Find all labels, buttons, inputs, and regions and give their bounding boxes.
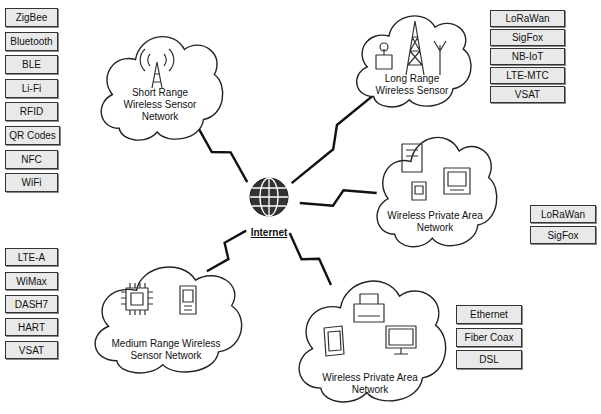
technology-box: ZigBee	[5, 8, 58, 27]
technology-box: HART	[5, 318, 58, 336]
device-icon	[376, 21, 446, 75]
technology-label: BLE	[22, 59, 41, 70]
network-label: Wireless Private Area Network	[385, 210, 485, 234]
technology-box: DASH7	[5, 295, 58, 313]
internet-globe: Internet	[242, 176, 296, 238]
network-label: Long Range Wireless Sensor	[367, 73, 457, 97]
technology-box: BLE	[5, 55, 58, 74]
device-icon	[121, 283, 196, 315]
technology-label: SigFox	[547, 230, 578, 241]
wireless-link	[195, 122, 247, 182]
wireless-link	[300, 190, 377, 205]
technology-box: WiFi	[5, 173, 58, 192]
technology-label: WiMax	[16, 276, 47, 287]
technology-label: DSL	[479, 354, 498, 365]
private-area-cloud: Wireless Private Area Network	[368, 122, 502, 254]
device-icon	[140, 49, 174, 88]
technology-box: SigFox	[490, 29, 565, 46]
short-range-cloud: Short Range Wireless Sensor Network	[92, 22, 228, 147]
technology-label: Ethernet	[470, 309, 508, 320]
technology-box: WiMax	[5, 272, 58, 290]
technology-label: NFC	[21, 154, 42, 165]
technology-label: VSAT	[515, 89, 540, 100]
technology-label: LoRaWan	[541, 209, 585, 220]
network-label: Wireless Private Area Network	[314, 372, 426, 396]
device-icon	[402, 144, 470, 200]
technology-label: SigFox	[512, 32, 543, 43]
technology-label: VSAT	[19, 345, 44, 356]
technology-label: QR Codes	[9, 130, 56, 141]
technology-box: Fiber Coax	[456, 328, 522, 347]
technology-label: RFID	[20, 106, 43, 117]
technology-box: NB-IoT	[490, 48, 565, 65]
technology-box: SigFox	[530, 226, 596, 244]
technology-box: DSL	[456, 350, 522, 369]
globe-icon	[242, 176, 296, 220]
cloud-outline	[348, 3, 476, 113]
technology-label: WiFi	[22, 177, 42, 188]
technology-label: LTE-A	[18, 252, 46, 263]
technology-label: LTE-MTC	[506, 70, 549, 81]
technology-label: Bluetooth	[10, 36, 52, 47]
technology-box: LoRaWan	[530, 205, 596, 223]
device-icon	[324, 294, 416, 356]
technology-label: Li-Fi	[22, 83, 41, 94]
technology-label: ZigBee	[16, 12, 48, 23]
technology-box: Ethernet	[456, 305, 522, 324]
technology-box: Bluetooth	[5, 32, 58, 51]
cloud-outline	[368, 122, 502, 254]
technology-label: HART	[18, 322, 45, 333]
network-label: Short Range Wireless Sensor Network	[112, 87, 208, 123]
technology-box: RFID	[5, 102, 58, 121]
private-area-cloud: Wireless Private Area Network	[288, 264, 452, 410]
technology-label: LoRaWan	[505, 13, 549, 24]
technology-label: NB-IoT	[512, 51, 544, 62]
technology-box: LTE-A	[5, 248, 58, 266]
medium-range-cloud: Medium Range Wireless Sensor Network	[84, 252, 248, 380]
technology-label: DASH7	[15, 299, 48, 310]
technology-label: Fiber Coax	[465, 332, 514, 343]
technology-box: LTE-MTC	[490, 67, 565, 84]
network-label: Medium Range Wireless Sensor Network	[106, 338, 226, 362]
wireless-link	[292, 91, 379, 183]
technology-box: LoRaWan	[490, 10, 565, 27]
technology-box: Li-Fi	[5, 79, 58, 98]
technology-box: VSAT	[490, 86, 565, 103]
cloud-outline	[92, 22, 228, 147]
wireless-link	[290, 233, 331, 285]
wireless-link	[207, 231, 246, 272]
technology-box: VSAT	[5, 341, 58, 359]
technology-box: NFC	[5, 150, 58, 169]
technology-box: QR Codes	[5, 126, 60, 145]
internet-label: Internet	[251, 227, 288, 238]
long-range-cloud: Long Range Wireless Sensor	[348, 3, 476, 113]
